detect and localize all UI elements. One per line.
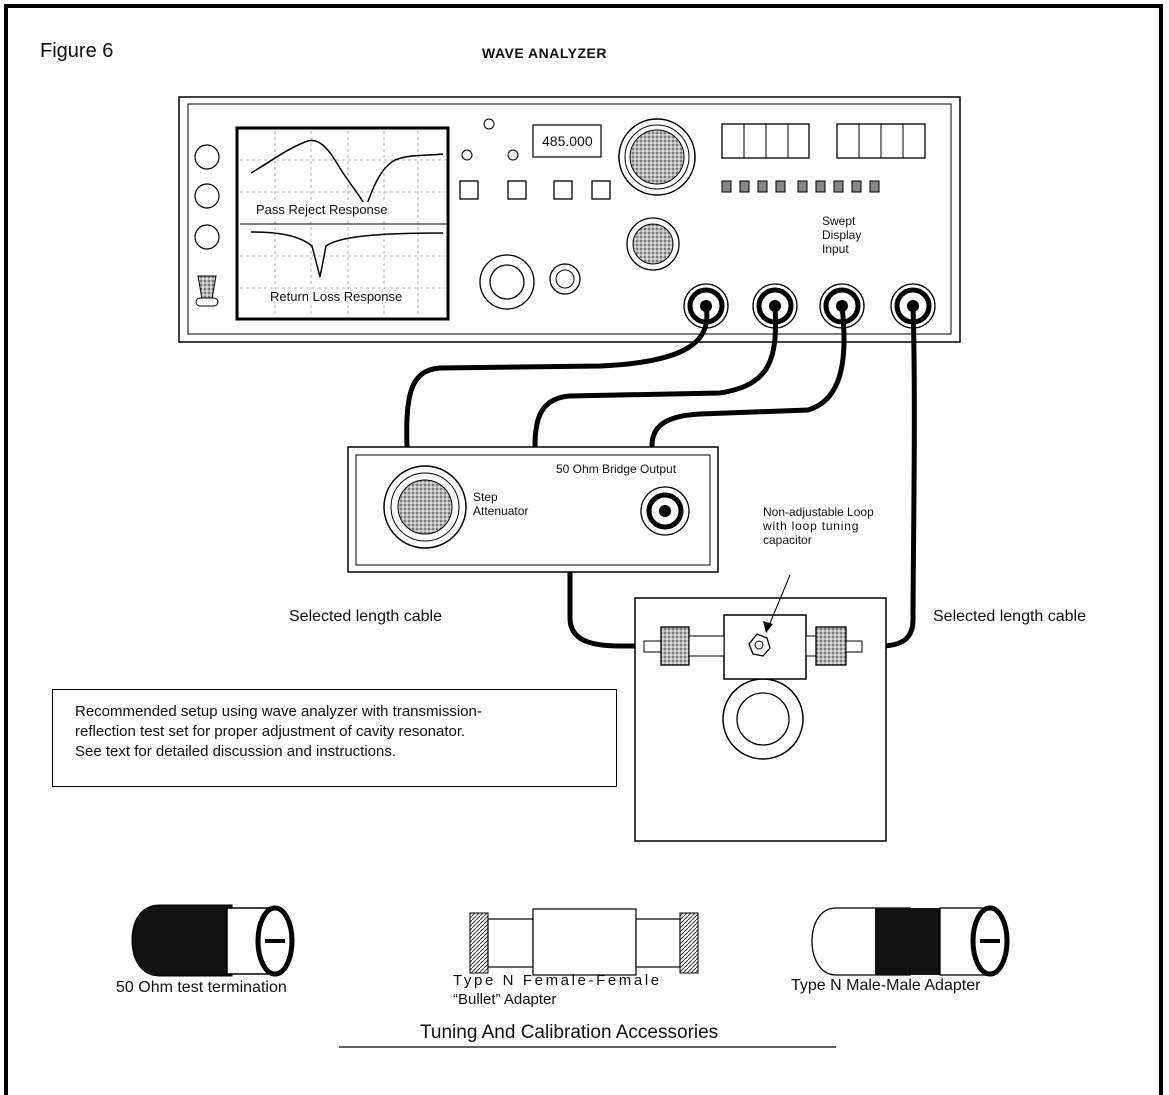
termination-illustration <box>131 904 295 977</box>
cables <box>404 303 917 649</box>
termination-label: 50 Ohm test termination <box>116 979 287 996</box>
scope-screen <box>235 126 450 321</box>
cable-label-right: Selected length cable <box>933 608 1086 625</box>
return-loss-label: Return Loss Response <box>270 289 403 304</box>
step-attenuator-knob[interactable] <box>383 465 467 549</box>
step-attenuator-label: Step Attenuator <box>473 490 529 518</box>
loop-pointer-arrow <box>763 574 791 633</box>
figure-frame <box>4 4 1163 1095</box>
bullet-adapter-illustration <box>469 908 699 976</box>
analyzer-left-knobs[interactable] <box>194 144 220 307</box>
male-adapter-illustration <box>811 905 1010 977</box>
cable-label-left: Selected length cable <box>289 608 442 625</box>
indicator-buttons[interactable] <box>721 180 880 193</box>
frequency-readout: 485.000 <box>542 133 593 149</box>
bridge-output-connector[interactable] <box>640 486 690 536</box>
digit-displays <box>721 123 926 159</box>
swept-display-input-label: Swept Display Input <box>822 214 862 256</box>
loop-tuning-capacitor[interactable] <box>748 633 771 657</box>
bullet-adapter-label: Type N Female-Female “Bullet” Adapter <box>453 972 662 1008</box>
bridge-output-label: 50 Ohm Bridge Output <box>556 462 677 476</box>
note-line: Recommended setup using wave analyzer wi… <box>75 703 482 720</box>
male-adapter-label: Type N Male-Male Adapter <box>791 977 981 994</box>
analyzer-small-controls[interactable] <box>459 118 611 200</box>
figure-title: WAVE ANALYZER <box>482 45 607 61</box>
note-line: reflection test set for proper adjustmen… <box>75 723 466 740</box>
loop-connectors <box>643 626 863 666</box>
setup-note-box: Recommended setup using wave analyzer wi… <box>52 689 617 787</box>
tuning-dial[interactable] <box>479 118 696 310</box>
accessories-heading: Tuning And Calibration Accessories <box>420 1022 719 1043</box>
figure-label: Figure 6 <box>40 40 114 62</box>
loop-note: Non-adjustable Loop with loop tuning cap… <box>763 505 874 547</box>
note-line: See text for detailed discussion and ins… <box>75 743 397 760</box>
pass-reject-label: Pass Reject Response <box>256 202 388 217</box>
